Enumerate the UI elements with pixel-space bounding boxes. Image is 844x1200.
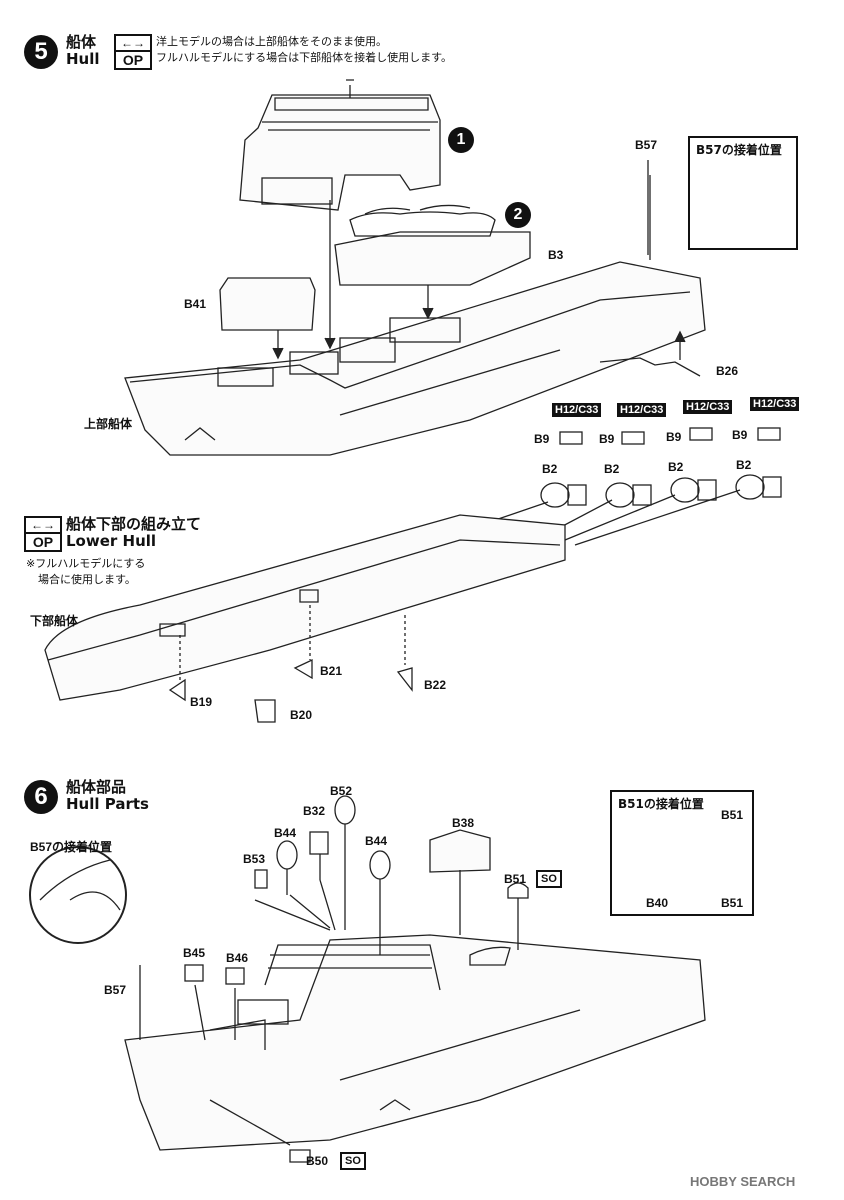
lower-note-1: ※フルハルモデルにする	[26, 557, 146, 570]
label-b51-callout-bottom: B51	[721, 896, 744, 910]
step-title-en: Hull	[66, 50, 100, 68]
op-badge-lower: ←→ OP	[24, 516, 62, 552]
label-b9-1: B9	[534, 432, 550, 446]
callout-b51-position: B51の接着位置	[610, 790, 754, 916]
lower-notes: ※フルハルモデルにする 場合に使用します。	[26, 556, 145, 588]
label-b26: B26	[716, 364, 739, 378]
label-b38: B38	[452, 816, 475, 830]
label-b50: B50	[306, 1154, 329, 1168]
label-b53: B53	[243, 852, 266, 866]
b41-block	[219, 277, 316, 331]
label-b44-1: B44	[274, 826, 297, 840]
label-b57-step6: B57	[104, 983, 127, 997]
label-b46: B46	[226, 951, 249, 965]
step6-title-ja: 船体部品	[66, 778, 127, 796]
label-b51-callout-top: B51	[721, 808, 744, 822]
op-label: OP	[122, 52, 144, 68]
watermark-logo: HOBBY SEARCH	[690, 1174, 796, 1189]
label-b45: B45	[183, 946, 206, 960]
label-b2-1: B2	[542, 462, 558, 476]
step6-title-en: Hull Parts	[66, 795, 149, 813]
step6-parts	[139, 795, 529, 1163]
label-b52: B52	[330, 784, 353, 798]
so-badge-b50: SO	[340, 1152, 366, 1170]
label-b21: B21	[320, 664, 343, 678]
lower-note-2: 場合に使用します。	[38, 573, 136, 586]
sub-marker-1: 1	[448, 127, 474, 153]
op-arrow-icon: ←→	[116, 36, 150, 52]
bridge-block	[239, 79, 441, 211]
lower-hull-title: 船体下部の組み立て Lower Hull	[66, 516, 201, 550]
label-b40: B40	[646, 896, 669, 910]
step-title-ja: 船体	[66, 33, 97, 51]
hull-assembled	[124, 934, 706, 1151]
label-b9-3: B9	[666, 430, 682, 444]
label-h12-4: H12/C33	[750, 397, 800, 411]
note-line-1: 洋上モデルの場合は上部船体をそのまま使用。	[156, 35, 387, 48]
label-b41: B41	[184, 297, 207, 311]
label-b57: B57	[635, 138, 658, 152]
label-b20: B20	[290, 708, 313, 722]
label-b2-4: B2	[736, 458, 752, 472]
callout-title: B57の接着位置	[696, 143, 782, 157]
op-label: OP	[32, 534, 54, 550]
label-b3: B3	[548, 248, 564, 262]
label-h12-3: H12/C33	[683, 400, 733, 414]
label-b51: B51	[504, 872, 527, 886]
label-b9-2: B9	[599, 432, 615, 446]
op-arrow-icon: ←→	[26, 518, 60, 534]
step-title: 船体 Hull	[66, 34, 100, 68]
propeller-parts	[540, 427, 782, 508]
step-notes: 洋上モデルの場合は上部船体をそのまま使用。 フルハルモデルにする場合は下部船体を…	[156, 34, 452, 66]
callout-b57-bow	[29, 846, 127, 944]
step-number-6: 6	[24, 780, 58, 814]
label-b2-2: B2	[604, 462, 620, 476]
label-b44-2: B44	[365, 834, 388, 848]
note-line-2: フルハルモデルにする場合は下部船体を接着し使用します。	[156, 51, 453, 64]
callout-title: B51の接着位置	[618, 797, 704, 811]
lower-title-ja: 船体下部の組み立て	[66, 515, 202, 533]
label-b32: B32	[303, 804, 326, 818]
b26-rails	[599, 357, 701, 377]
label-b22: B22	[424, 678, 447, 692]
label-b2-3: B2	[668, 460, 684, 474]
callout-b57-bow-title: B57の接着位置	[30, 840, 113, 854]
label-h12-2: H12/C33	[617, 403, 667, 417]
lower-hull-label: 下部船体	[30, 614, 79, 628]
label-b9-4: B9	[732, 428, 748, 442]
label-b19: B19	[190, 695, 213, 709]
label-h12-1: H12/C33	[552, 403, 602, 417]
lower-hull	[44, 514, 566, 723]
so-badge-b51: SO	[536, 870, 562, 888]
callout-b57-position: B57の接着位置	[688, 136, 798, 250]
upper-hull-label: 上部船体	[84, 417, 133, 431]
upper-hull	[124, 261, 706, 456]
step-number: 5	[24, 35, 58, 69]
boats-deck-unit	[334, 204, 531, 286]
lower-title-en: Lower Hull	[66, 532, 157, 550]
sub-marker-2: 2	[505, 202, 531, 228]
op-badge: ←→ OP	[114, 34, 152, 70]
step6-title: 船体部品 Hull Parts	[66, 779, 149, 813]
